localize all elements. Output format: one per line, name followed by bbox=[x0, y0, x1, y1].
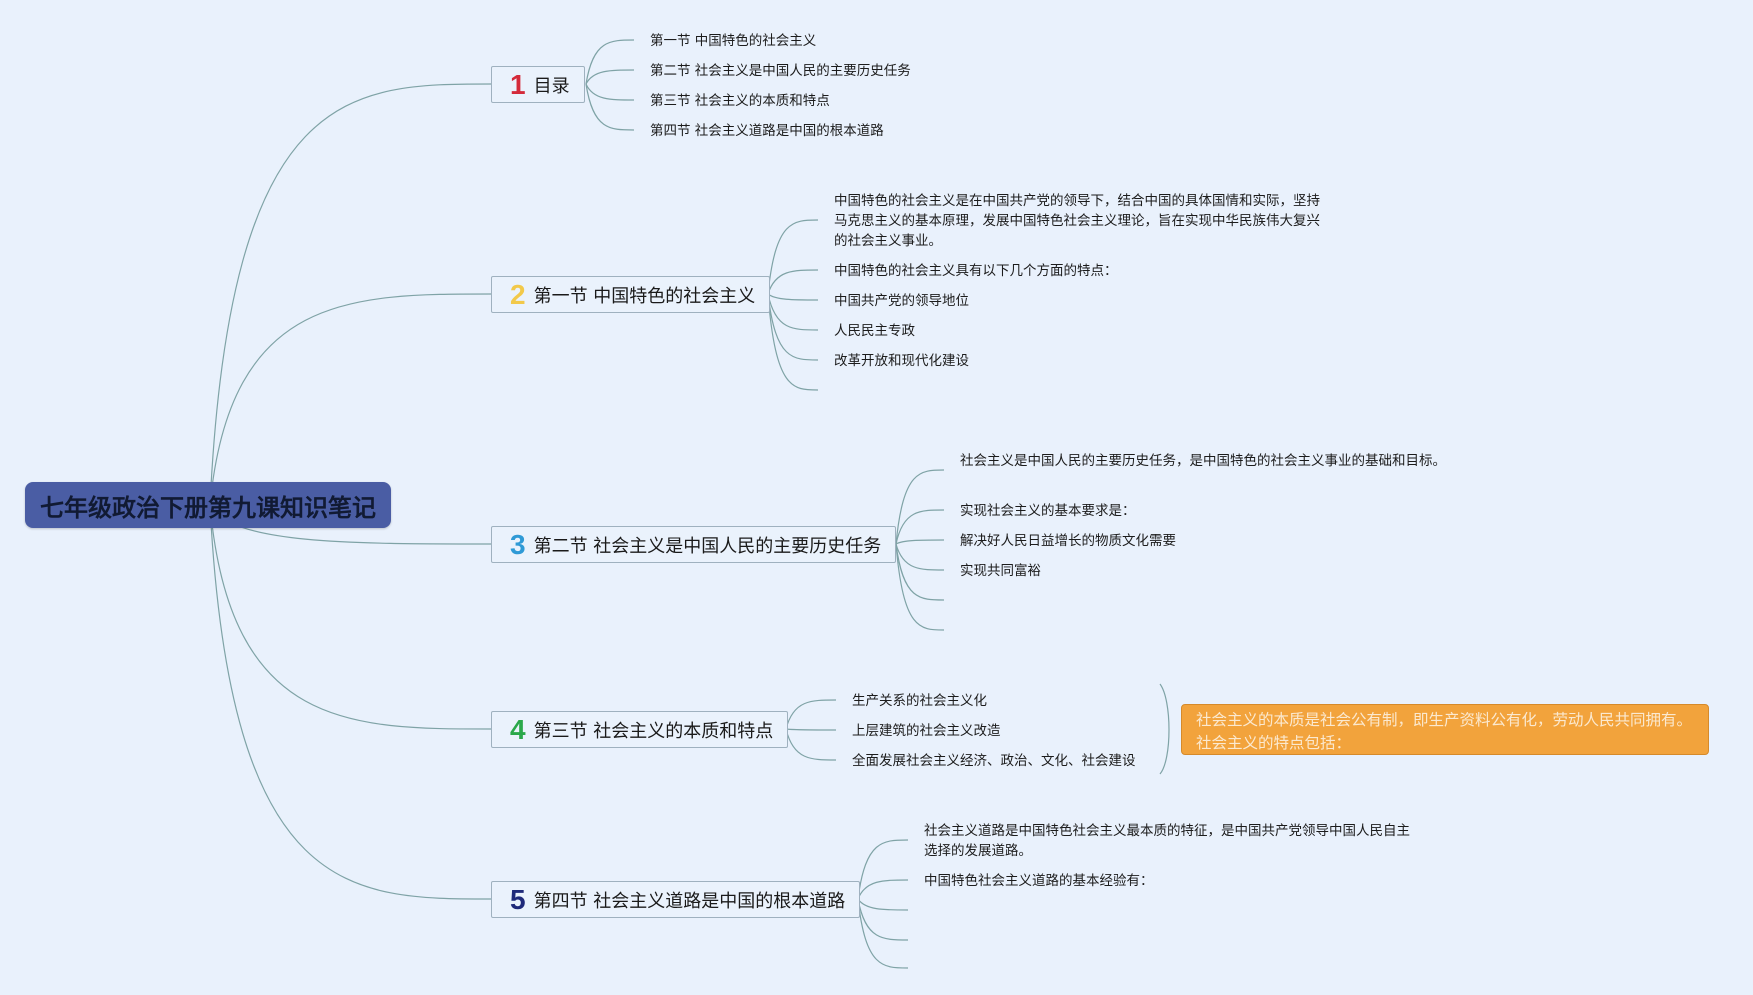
root-topic[interactable]: 七年级政治下册第九课知识笔记 bbox=[25, 482, 391, 528]
branch-4-topic[interactable]: 4 第三节 社会主义的本质和特点 bbox=[491, 711, 789, 748]
branch-5-link-4 bbox=[857, 898, 909, 941]
branch-2-link-6 bbox=[767, 293, 819, 391]
branch-3-number: 3 bbox=[510, 528, 526, 560]
branch-2-item-2[interactable]: 中国特色的社会主义具有以下几个方面的特点： bbox=[834, 263, 1118, 279]
branch-2-link-5 bbox=[767, 293, 819, 361]
branch-4-link-2 bbox=[785, 728, 837, 731]
branch-3-link-1 bbox=[895, 469, 945, 545]
branch-2-link-2 bbox=[767, 269, 819, 295]
branch-4-number: 4 bbox=[510, 713, 526, 745]
branch-4-item-2[interactable]: 上层建筑的社会主义改造 bbox=[852, 723, 1001, 739]
root-link-4 bbox=[209, 504, 492, 730]
branch-2-link-3 bbox=[767, 293, 819, 301]
branch-1-item-1[interactable]: 第一节 中国特色的社会主义 bbox=[650, 33, 817, 49]
branch-5-link-5 bbox=[857, 898, 909, 969]
branch-1-label: 目录 bbox=[533, 75, 570, 97]
branch-1-link-4 bbox=[585, 83, 635, 131]
branch-1-topic[interactable]: 1 目录 bbox=[491, 66, 585, 103]
branch-3-link-6 bbox=[895, 543, 945, 631]
branch-3-item-3[interactable]: 解决好人民日益增长的物质文化需要 bbox=[960, 533, 1176, 549]
branch-2-label: 第一节 中国特色的社会主义 bbox=[533, 285, 756, 307]
branch-2-item-3[interactable]: 中国共产党的领导地位 bbox=[834, 293, 969, 309]
branch-5-number: 5 bbox=[510, 883, 526, 915]
root-link-5 bbox=[209, 504, 492, 900]
branch-3-label: 第二节 社会主义是中国人民的主要历史任务 bbox=[533, 535, 882, 557]
branch-2-number: 2 bbox=[510, 278, 526, 310]
branch-1-link-3 bbox=[585, 83, 635, 101]
branch-1-link-1 bbox=[585, 39, 635, 85]
branch-4-label: 第三节 社会主义的本质和特点 bbox=[533, 720, 774, 742]
root-link-1 bbox=[209, 83, 492, 506]
branch-3-item-4[interactable]: 实现共同富裕 bbox=[960, 563, 1041, 579]
branch-1-item-4[interactable]: 第四节 社会主义道路是中国的根本道路 bbox=[650, 123, 884, 139]
branch-2-item-1[interactable]: 中国特色的社会主义是在中国共产党的领导下，结合中国的具体国情和实际，坚持马克思主… bbox=[834, 193, 1320, 249]
root-link-2 bbox=[209, 293, 492, 506]
branch-1-item-3[interactable]: 第三节 社会主义的本质和特点 bbox=[650, 93, 830, 109]
branch-4-callout-text: 社会主义的本质是社会公有制，即生产资料公有化，劳动人民共同拥有。社会主义的特点包… bbox=[1196, 711, 1693, 752]
branch-5-link-1 bbox=[857, 839, 909, 900]
branch-4-link-1 bbox=[785, 699, 837, 730]
root-topic-label: 七年级政治下册第九课知识笔记 bbox=[40, 493, 376, 522]
branch-3-link-5 bbox=[895, 543, 945, 601]
branch-1-number: 1 bbox=[510, 68, 526, 100]
branch-4-link-3 bbox=[785, 728, 837, 761]
branch-3-item-1[interactable]: 社会主义是中国人民的主要历史任务，是中国特色的社会主义事业的基础和目标。 bbox=[960, 453, 1446, 469]
branch-2-link-4 bbox=[767, 293, 819, 331]
branch-1-item-2[interactable]: 第二节 社会主义是中国人民的主要历史任务 bbox=[650, 63, 911, 79]
branch-3-item-2[interactable]: 实现社会主义的基本要求是： bbox=[960, 503, 1136, 519]
branch-4-callout-bracket bbox=[1159, 683, 1170, 775]
branch-5-topic[interactable]: 5 第四节 社会主义道路是中国的根本道路 bbox=[491, 881, 861, 918]
branch-5-item-2[interactable]: 中国特色社会主义道路的基本经验有： bbox=[924, 873, 1154, 889]
branch-1-link-2 bbox=[585, 69, 635, 85]
branch-5-link-2 bbox=[857, 879, 909, 900]
branch-4-item-1[interactable]: 生产关系的社会主义化 bbox=[852, 693, 987, 709]
branch-5-item-1[interactable]: 社会主义道路是中国特色社会主义最本质的特征，是中国共产党领导中国人民自主选择的发… bbox=[924, 823, 1410, 859]
branch-4-item-3[interactable]: 全面发展社会主义经济、政治、文化、社会建设 bbox=[852, 753, 1136, 769]
branch-5-label: 第四节 社会主义道路是中国的根本道路 bbox=[533, 890, 846, 912]
branch-3-link-4 bbox=[895, 543, 945, 571]
branch-2-link-1 bbox=[767, 219, 819, 295]
branch-4-callout[interactable]: 社会主义的本质是社会公有制，即生产资料公有化，劳动人民共同拥有。社会主义的特点包… bbox=[1181, 704, 1709, 755]
branch-2-topic[interactable]: 2 第一节 中国特色的社会主义 bbox=[491, 276, 771, 313]
branch-2-item-5[interactable]: 改革开放和现代化建设 bbox=[834, 353, 969, 369]
branch-3-link-2 bbox=[895, 509, 945, 545]
branch-2-item-4[interactable]: 人民民主专政 bbox=[834, 323, 915, 339]
branch-3-link-3 bbox=[895, 539, 945, 545]
branch-5-link-3 bbox=[857, 898, 909, 911]
branch-3-topic[interactable]: 3 第二节 社会主义是中国人民的主要历史任务 bbox=[491, 526, 897, 563]
